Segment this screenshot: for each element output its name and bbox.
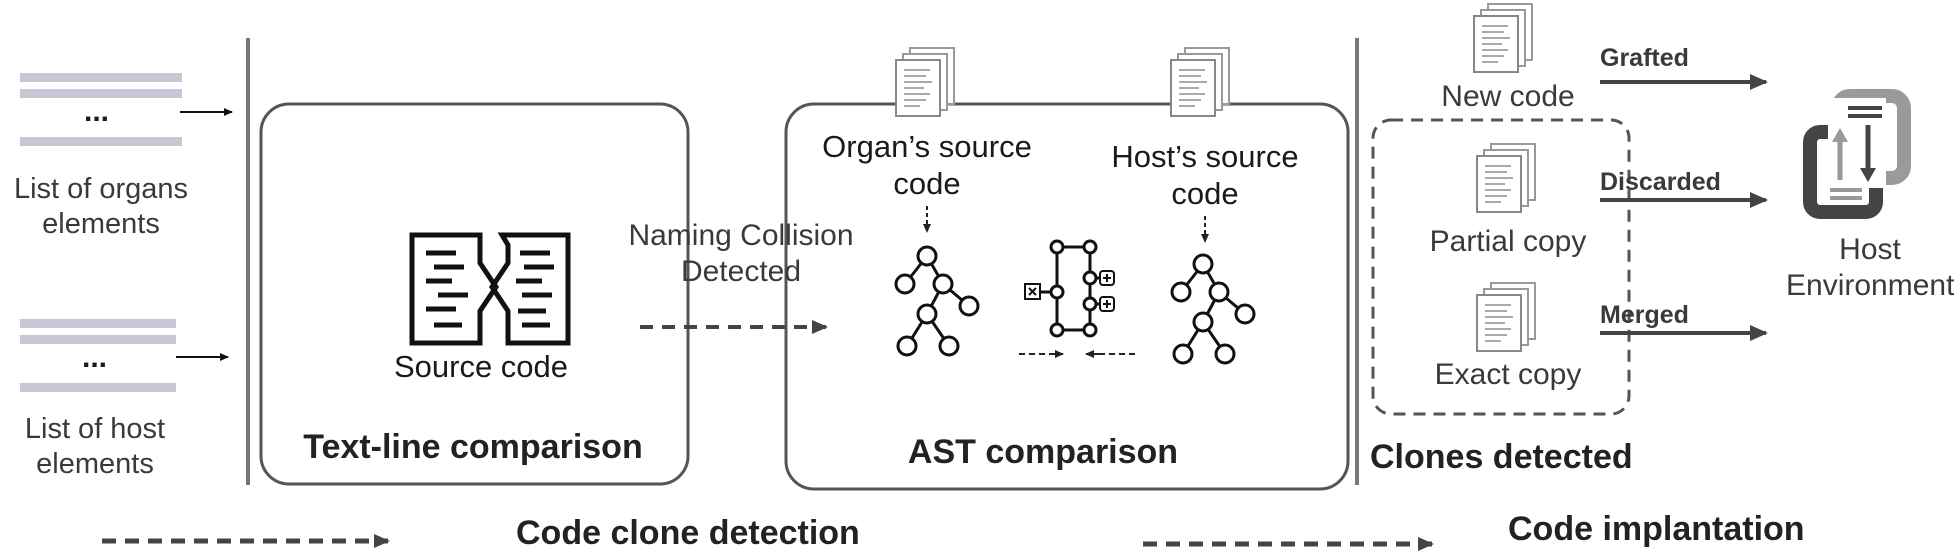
- organ-source-label: Organ’s source code: [800, 128, 1054, 202]
- organ-ast-tree-icon: [894, 245, 980, 357]
- clones-detected-title: Clones detected: [1370, 438, 1633, 476]
- partial-copy-doc-icon: [1476, 143, 1536, 213]
- exact-copy-label: Exact copy: [1434, 358, 1582, 391]
- naming-collision-label: Naming Collision Detected: [606, 218, 876, 290]
- host-source-line1: Host’s source: [1111, 139, 1299, 174]
- organ-source-line1: Organ’s source: [822, 129, 1032, 164]
- host-list-label-line1: List of host: [24, 413, 166, 445]
- host-doc-icon: [1170, 47, 1230, 117]
- organs-list-label-line2: elements: [42, 207, 160, 240]
- organs-list-label-line1: List of organs: [13, 173, 189, 205]
- organ-source-line2: code: [893, 166, 961, 202]
- host-environment-line1: Host: [1839, 233, 1901, 266]
- textline-box: [259, 102, 690, 486]
- organs-ellipsis: ...: [84, 95, 110, 128]
- exact-copy-doc-icon: [1476, 282, 1536, 352]
- source-code-icon: [409, 232, 571, 346]
- legend-detection-label: Code clone detection: [516, 514, 860, 552]
- new-code-label: New code: [1441, 80, 1575, 113]
- host-ast-tree-icon: [1170, 253, 1256, 365]
- naming-collision-line1: Naming Collision: [628, 219, 854, 252]
- legend-implantation-label: Code implantation: [1508, 510, 1805, 548]
- host-environment-line2: Environment: [1786, 269, 1954, 302]
- host-elements-list: [20, 319, 176, 392]
- clones-dashed-box: [1371, 118, 1631, 416]
- merged-label: Merged: [1600, 301, 1689, 329]
- host-ellipsis: ...: [82, 341, 108, 374]
- discarded-label: Discarded: [1600, 168, 1721, 196]
- organs-elements-list: [20, 73, 182, 146]
- partial-copy-label: Partial copy: [1429, 225, 1587, 258]
- ast-diff-icon: [1024, 239, 1115, 338]
- organs-list-label: List of organs elements: [0, 172, 202, 242]
- grafted-label: Grafted: [1600, 44, 1689, 72]
- ast-comparison-title: AST comparison: [907, 433, 1179, 471]
- new-code-doc-icon: [1473, 3, 1533, 73]
- textline-comparison-title: Text-line comparison: [303, 428, 643, 466]
- host-source-label: Host’s source code: [1088, 138, 1322, 212]
- host-source-line2: code: [1171, 176, 1239, 212]
- host-list-label-line2: elements: [36, 447, 154, 480]
- host-environment-label: Host Environment: [1786, 232, 1954, 304]
- ast-box: [784, 102, 1350, 491]
- source-code-label: Source code: [393, 349, 569, 384]
- organ-doc-icon: [895, 47, 955, 117]
- host-environment-icon: [1803, 89, 1911, 219]
- naming-collision-line2: Detected: [680, 255, 802, 288]
- host-list-label: List of host elements: [0, 412, 190, 482]
